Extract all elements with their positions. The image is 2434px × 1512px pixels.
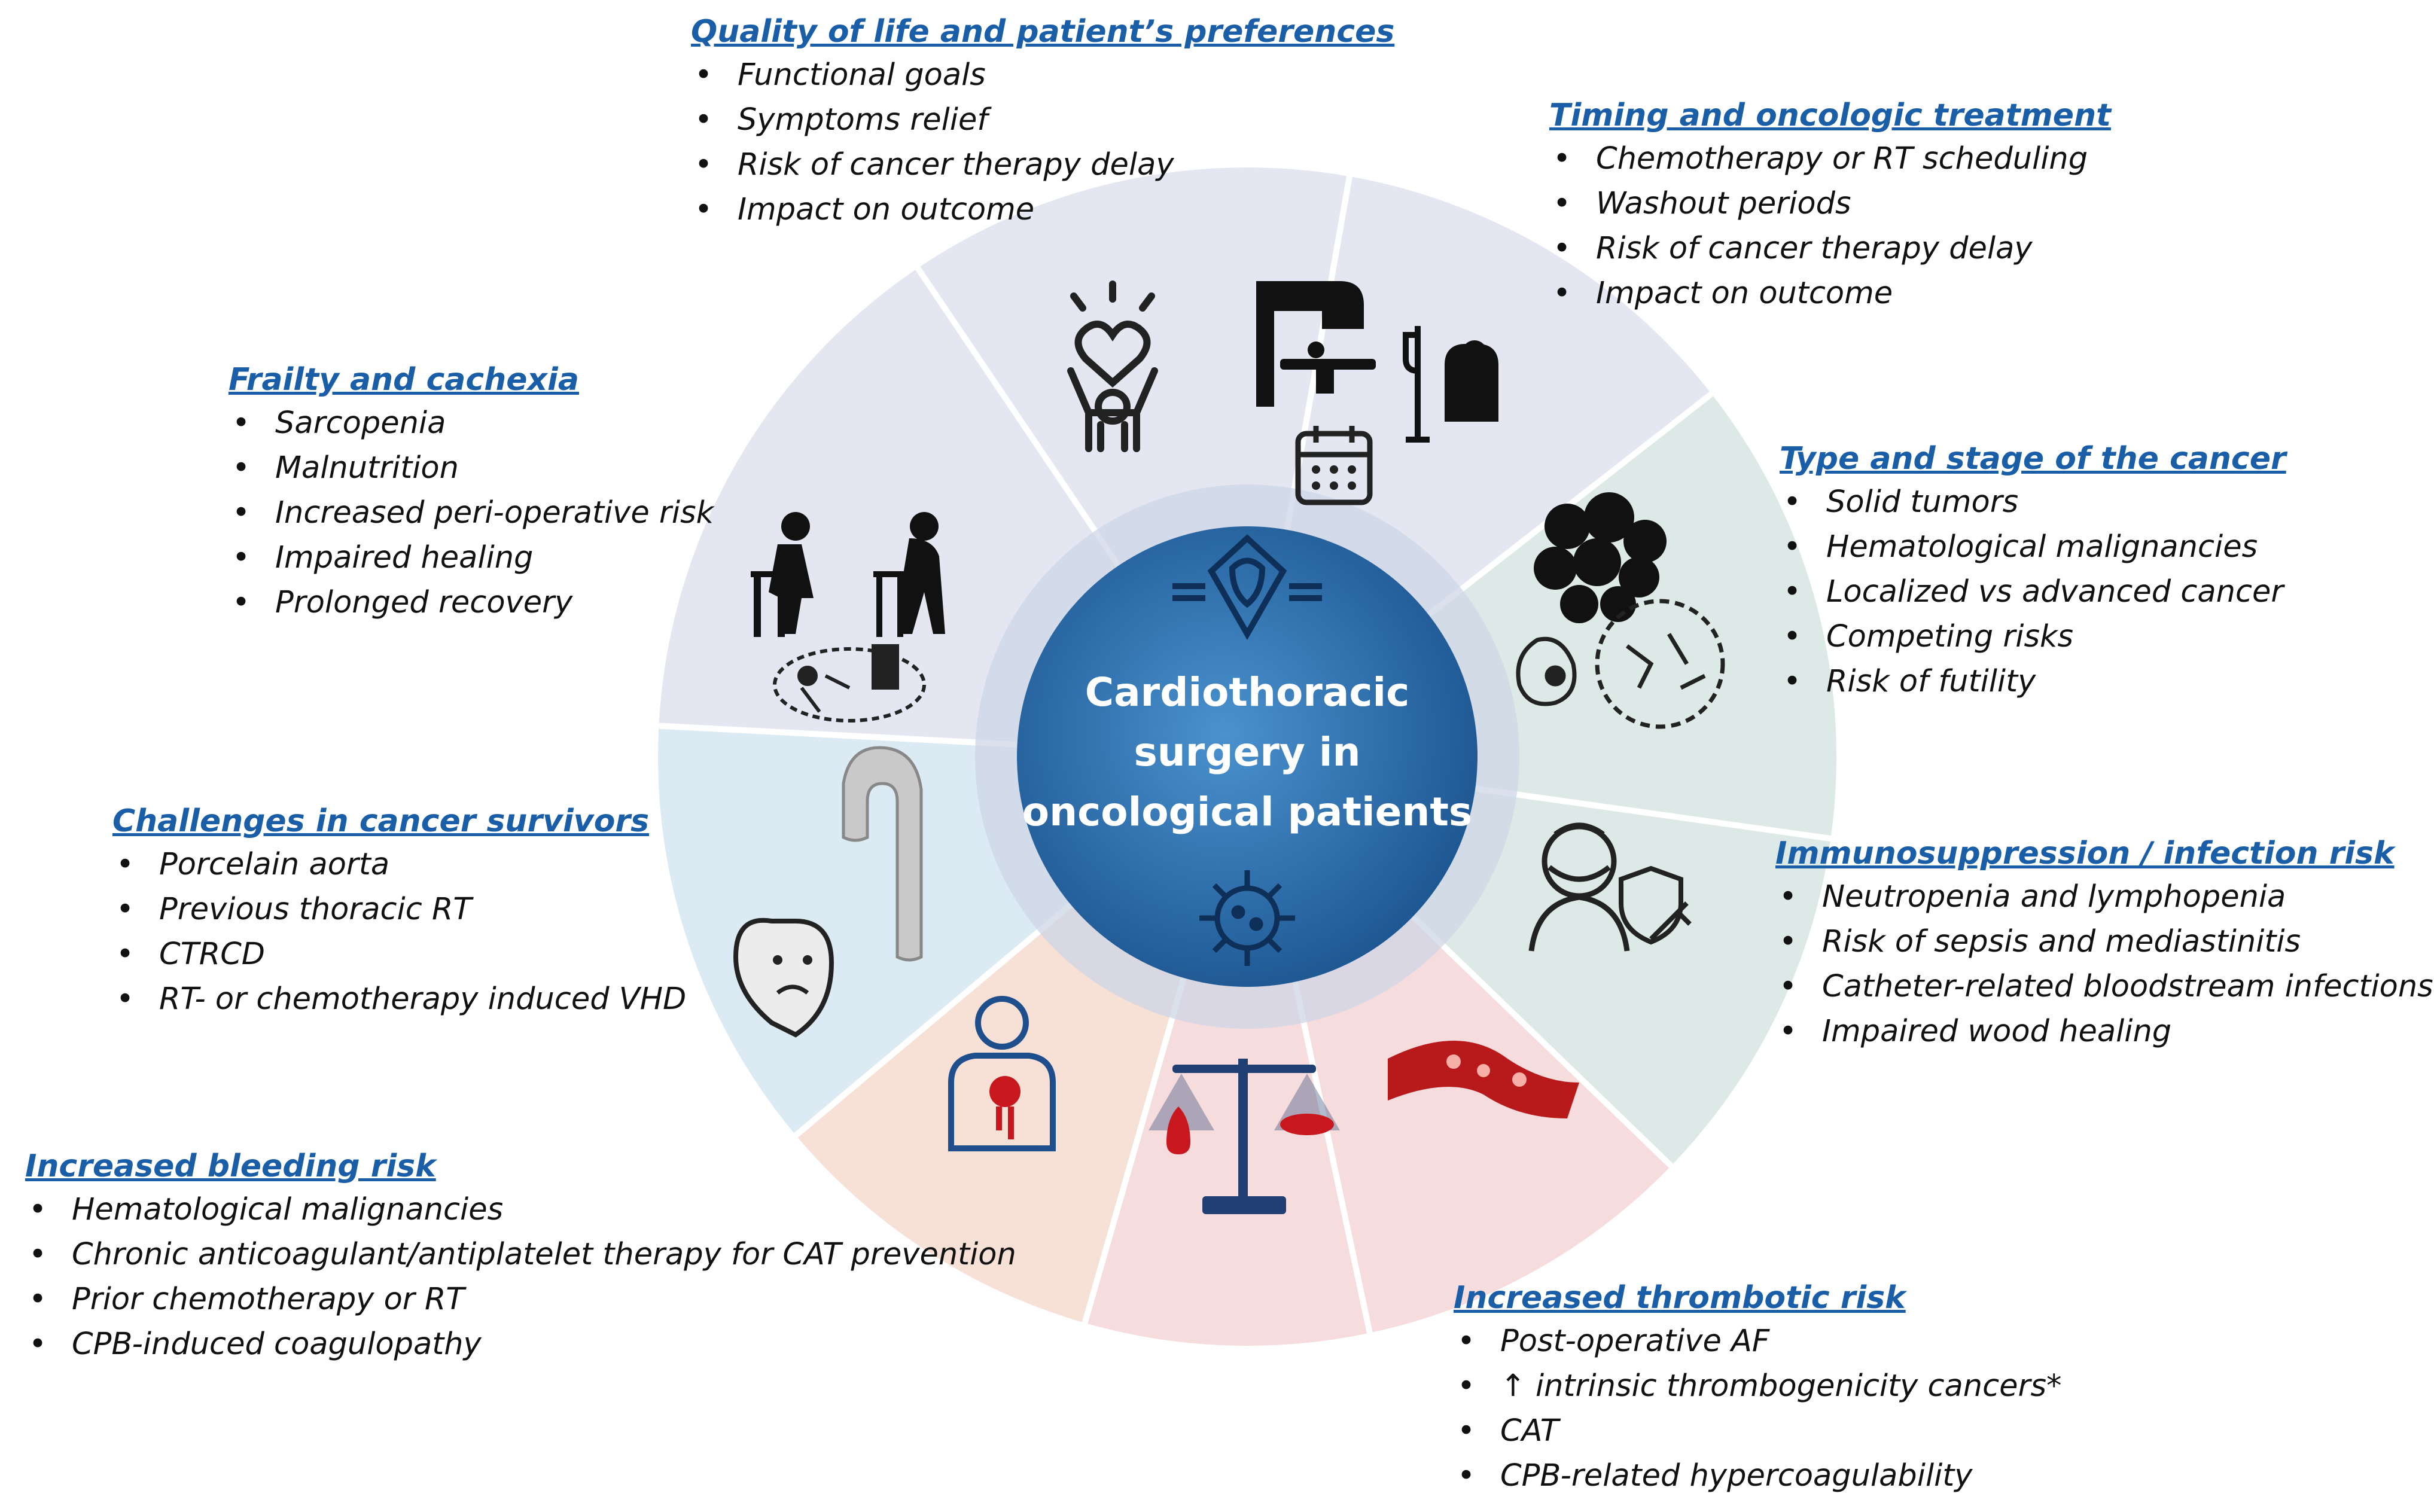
section-frailty-title: Frailty and cachexia [229, 362, 579, 398]
bleeding-torso-icon [948, 996, 1056, 1151]
section-type-title: Type and stage of the cancer [1780, 441, 2286, 477]
list-item: Functional goals [691, 53, 1394, 97]
patient-mask-icon [1528, 822, 1630, 952]
section-survivors-list: Porcelain aorta Previous thoracic RT CTR… [112, 842, 686, 1022]
section-type-list: Solid tumors Hematological malignancies … [1780, 480, 2286, 704]
list-item: Competing risks [1780, 614, 2286, 659]
virus-icon [1199, 870, 1295, 966]
list-item: ↑ intrinsic thrombogenicity cancers* [1454, 1364, 2062, 1409]
section-type: Type and stage of the cancer Solid tumor… [1780, 438, 2286, 704]
list-item: Porcelain aorta [112, 842, 686, 887]
vaccine-shield-icon [1619, 865, 1692, 945]
list-item: Hematological malignancies [1780, 525, 2286, 569]
list-item: Post-operative AF [1454, 1319, 2062, 1364]
list-item: Risk of futility [1780, 659, 2286, 704]
section-bleeding: Increased bleeding risk Hematological ma… [25, 1145, 1016, 1367]
elderly-walker-icon [751, 512, 945, 637]
center-title-line-1: Cardiothoracic [1085, 669, 1410, 715]
list-item: Impact on outcome [691, 187, 1394, 232]
list-item: CPB-induced coagulopathy [25, 1322, 1016, 1367]
section-thrombotic: Increased thrombotic risk Post-operative… [1454, 1277, 2062, 1498]
list-item: Chemotherapy or RT scheduling [1549, 136, 2111, 181]
cachexia-figure-icon [773, 644, 926, 723]
section-bleeding-title: Increased bleeding risk [25, 1148, 436, 1184]
section-survivors-title: Challenges in cancer survivors [112, 803, 650, 839]
list-item: Solid tumors [1780, 480, 2286, 525]
list-item: Risk of cancer therapy delay [1549, 226, 2111, 271]
list-item: CPB-related hypercoagulability [1454, 1453, 2062, 1498]
list-item: Catheter-related bloodstream infections [1775, 964, 2433, 1009]
section-immuno-title: Immunosuppression / infection risk [1775, 836, 2395, 871]
heart-plug-icon [1172, 534, 1322, 641]
list-item: Hematological malignancies [25, 1187, 1016, 1232]
section-frailty-list: Sarcopenia Malnutrition Increased peri-o… [229, 401, 714, 625]
list-item: Previous thoracic RT [112, 887, 686, 932]
section-bleeding-list: Hematological malignancies Chronic antic… [25, 1187, 1016, 1367]
list-item: CAT [1454, 1409, 2062, 1453]
radiotherapy-machine-icon [1256, 281, 1376, 407]
section-immuno-list: Neutropenia and lymphopenia Risk of seps… [1775, 874, 2433, 1054]
list-item: Impaired healing [229, 535, 714, 580]
list-item: Risk of cancer therapy delay [691, 142, 1394, 187]
tumor-cells-icon [1534, 492, 1667, 623]
wheel-center-circle [1017, 526, 1478, 987]
list-item: Localized vs advanced cancer [1780, 569, 2286, 614]
heart-arms-icon [1067, 281, 1158, 452]
list-item: Malnutrition [229, 446, 714, 490]
sad-heart-icon [733, 917, 834, 1038]
section-survivors: Challenges in cancer survivors Porcelain… [112, 800, 686, 1022]
microscope-tissue-icon [1516, 599, 1725, 729]
section-quality-title: Quality of life and patient’s preference… [691, 14, 1395, 50]
list-item: Washout periods [1549, 181, 2111, 226]
list-item: Impaired wood healing [1775, 1009, 2433, 1054]
list-item: Impact on outcome [1549, 271, 2111, 316]
list-item: Chronic anticoagulant/antiplatelet thera… [25, 1232, 1016, 1277]
list-item: RT- or chemotherapy induced VHD [112, 977, 686, 1022]
section-immuno: Immunosuppression / infection risk Neutr… [1775, 833, 2433, 1054]
center-title-line-3: oncological patients [1022, 789, 1472, 835]
blood-vessel-clot-icon [1388, 1041, 1579, 1118]
list-item: Prolonged recovery [229, 580, 714, 625]
sector-scale [1080, 755, 1374, 1352]
list-item: Prior chemotherapy or RT [25, 1277, 1016, 1322]
section-thrombotic-list: Post-operative AF ↑ intrinsic thrombogen… [1454, 1319, 2062, 1498]
section-quality: Quality of life and patient’s preference… [691, 11, 1394, 232]
list-item: Sarcopenia [229, 401, 714, 446]
center-title-line-2: surgery in [1134, 729, 1361, 775]
list-item: Increased peri-operative risk [229, 490, 714, 535]
list-item: CTRCD [112, 932, 686, 977]
section-quality-list: Functional goals Symptoms relief Risk of… [691, 53, 1394, 232]
calendar-icon [1295, 426, 1373, 505]
iv-chair-icon [1403, 326, 1498, 443]
section-timing-list: Chemotherapy or RT scheduling Washout pe… [1549, 136, 2111, 316]
aorta-icon [842, 746, 923, 962]
section-thrombotic-title: Increased thrombotic risk [1454, 1280, 1906, 1316]
section-timing: Timing and oncologic treatment Chemother… [1549, 94, 2111, 316]
list-item: Symptoms relief [691, 97, 1394, 142]
section-timing-title: Timing and oncologic treatment [1549, 97, 2111, 133]
section-frailty: Frailty and cachexia Sarcopenia Malnutri… [229, 359, 714, 625]
list-item: Risk of sepsis and mediastinitis [1775, 919, 2433, 964]
list-item: Neutropenia and lymphopenia [1775, 874, 2433, 919]
balance-scale-icon [1149, 1059, 1340, 1214]
